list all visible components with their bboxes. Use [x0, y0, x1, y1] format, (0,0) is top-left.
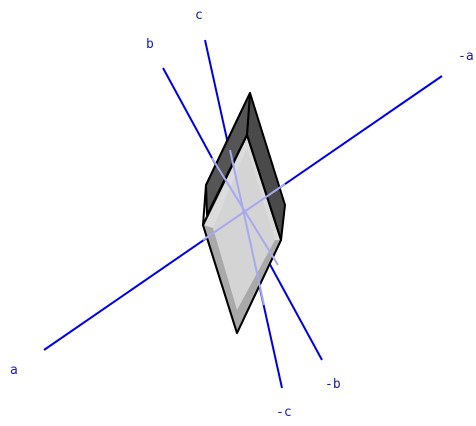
axis-label-neg-a: -a — [458, 49, 474, 64]
hidden-axis-segments — [202, 149, 286, 306]
c-axis-inner — [229, 149, 265, 306]
crystal-edge-2 — [202, 184, 207, 226]
axis-label-c: c — [195, 8, 203, 23]
axis-label-neg-b: -b — [325, 377, 341, 392]
crystal-front-inner — [213, 148, 275, 310]
axis-label-neg-c: -c — [276, 405, 292, 420]
axis-label-a: a — [10, 363, 18, 378]
b-axis-inner — [211, 157, 279, 266]
axis-label-b: b — [146, 37, 154, 52]
crystal-edge — [205, 92, 251, 186]
crystal-outline — [202, 134, 282, 334]
axis-labels: c b -a a -b -c — [10, 8, 474, 420]
